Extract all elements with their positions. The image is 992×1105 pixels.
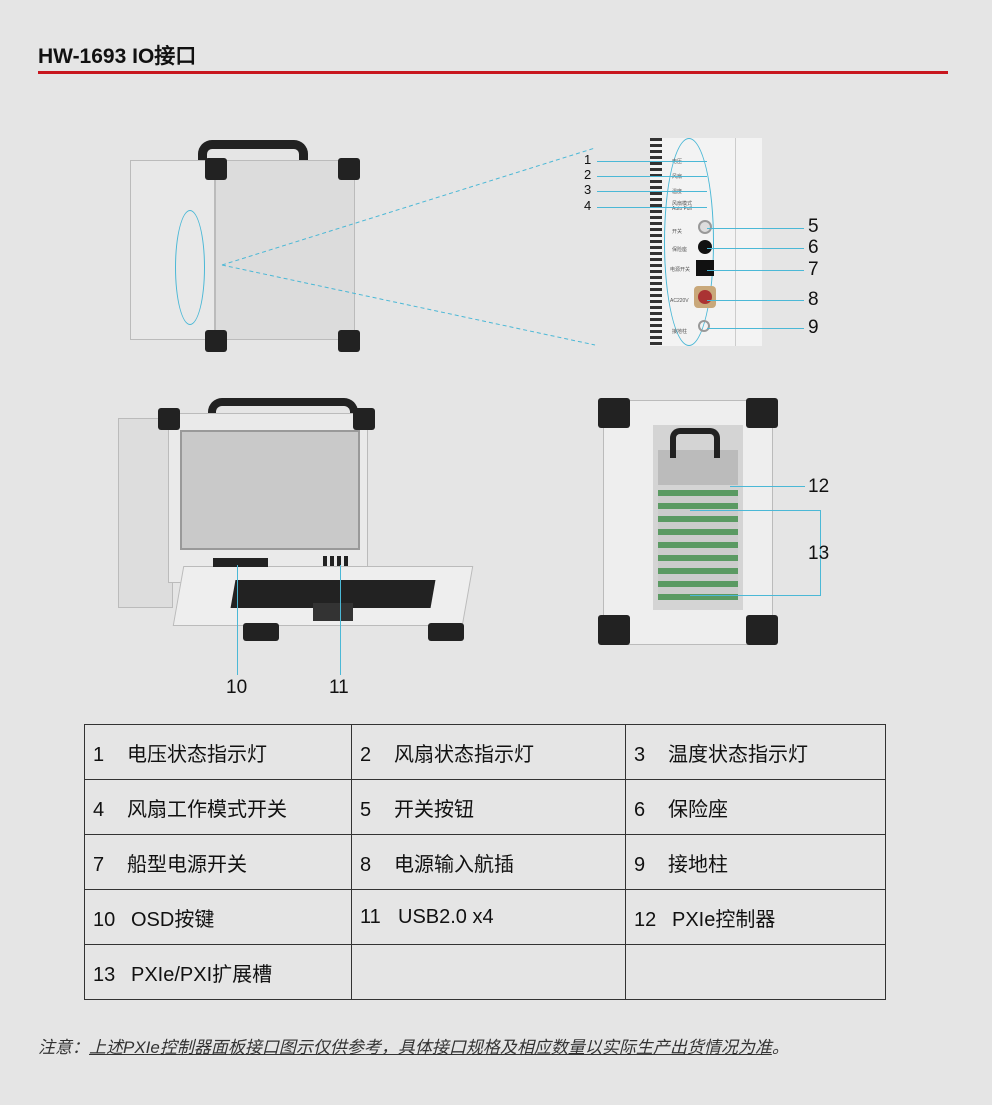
item-description: 开关按钮 — [394, 798, 474, 821]
device-photo-rear — [598, 390, 778, 652]
panel-label: 接地柱 — [672, 329, 688, 335]
item-number: 11 — [360, 905, 381, 928]
callout-8: 8 — [808, 289, 819, 310]
device-photo-closed — [120, 140, 360, 355]
table-cell — [625, 944, 886, 1000]
zoom-guide-lines — [221, 147, 596, 346]
table-cell: 2 风扇状态指示灯 — [351, 724, 626, 780]
panel-label: AC220V — [670, 298, 689, 304]
io-panel-detail: 电压 风扇 温度 风扇模式 Auto Full 开关 保险座 电源开关 AC22… — [650, 138, 762, 346]
table-cell: 4 风扇工作模式开关 — [84, 779, 352, 835]
table-row: 4 风扇工作模式开关 5 开关按钮 6 保险座 — [84, 779, 886, 835]
item-number: 1 — [93, 743, 105, 766]
panel-label: 电压 — [672, 159, 683, 165]
table-cell: 13 PXIe/PXI扩展槽 — [84, 944, 352, 1000]
note: 注意：上述PXIe控制器面板接口图示仅供参考，具体接口规格及相应数量以实际生产出… — [38, 1033, 789, 1058]
item-number: 12 — [634, 908, 657, 931]
panel-label: 开关 — [672, 229, 683, 235]
table-row: 1 电压状态指示灯 2 风扇状态指示灯 3 温度状态指示灯 — [84, 724, 886, 780]
item-description: 接地柱 — [668, 853, 728, 876]
item-description: 保险座 — [668, 798, 728, 821]
table-cell: 8 电源输入航插 — [351, 834, 626, 890]
table-cell: 6 保险座 — [625, 779, 886, 835]
item-description: 风扇状态指示灯 — [394, 743, 534, 766]
panel-label: 风扇模式 — [672, 201, 693, 207]
page-title: HW-1693 IO接口 — [38, 45, 197, 68]
callout-2: 2 — [584, 167, 592, 182]
item-number: 13 — [93, 963, 116, 986]
power-connector-icon — [694, 286, 716, 308]
item-number: 9 — [634, 853, 646, 876]
item-number: 2 — [360, 743, 372, 766]
osd-buttons — [213, 558, 268, 567]
item-description: 温度状态指示灯 — [668, 743, 808, 766]
item-description: USB2.0 x4 — [398, 905, 494, 928]
callout-10: 10 — [226, 677, 248, 698]
pxie-slots — [658, 490, 738, 600]
power-button-icon — [698, 220, 712, 234]
item-description: OSD按键 — [131, 908, 215, 931]
item-description: 电源输入航插 — [394, 853, 514, 876]
item-number: 3 — [634, 743, 646, 766]
note-suffix: 。 — [771, 1038, 789, 1057]
table-row: 10 OSD按键 11 USB2.0 x4 12 PXIe控制器 — [84, 889, 886, 945]
item-number: 10 — [93, 908, 116, 931]
callout-6: 6 — [808, 237, 819, 258]
panel-label: 保险座 — [672, 247, 688, 253]
item-description: 船型电源开关 — [127, 853, 247, 876]
table-cell: 7 船型电源开关 — [84, 834, 352, 890]
note-prefix: 注意： — [38, 1038, 89, 1057]
callout-12: 12 — [808, 476, 830, 497]
item-number: 4 — [93, 798, 105, 821]
device-photo-open — [118, 398, 474, 643]
item-description: 电压状态指示灯 — [127, 743, 267, 766]
item-description: PXIe控制器 — [672, 908, 776, 931]
table-cell: 5 开关按钮 — [351, 779, 626, 835]
table-cell: 9 接地柱 — [625, 834, 886, 890]
callout-11: 11 — [329, 677, 349, 698]
callout-13: 13 — [808, 543, 830, 564]
table-cell: 1 电压状态指示灯 — [84, 724, 352, 780]
item-number: 8 — [360, 853, 372, 876]
callout-3: 3 — [584, 182, 592, 197]
table-cell — [351, 944, 626, 1000]
table-row: 7 船型电源开关 8 电源输入航插 9 接地柱 — [84, 834, 886, 890]
panel-label: 温度 — [672, 189, 683, 195]
table-cell: 10 OSD按键 — [84, 889, 352, 945]
table-cell: 3 温度状态指示灯 — [625, 724, 886, 780]
item-description: PXIe/PXI扩展槽 — [131, 963, 273, 986]
item-number: 6 — [634, 798, 646, 821]
callout-9: 9 — [808, 317, 819, 338]
callout-7: 7 — [808, 259, 819, 280]
fuse-holder-icon — [698, 240, 712, 254]
usb-ports — [323, 556, 351, 566]
table-cell: 11 USB2.0 x4 — [351, 889, 626, 945]
item-number: 5 — [360, 798, 372, 821]
title-divider — [38, 71, 948, 74]
rocker-switch-icon — [696, 260, 714, 276]
ground-post-icon — [698, 320, 710, 332]
table-cell: 12 PXIe控制器 — [625, 889, 886, 945]
panel-label: 电源开关 — [670, 267, 691, 273]
note-body: 上述PXIe控制器面板接口图示仅供参考，具体接口规格及相应数量以实际生产出货情况… — [89, 1038, 772, 1057]
item-number: 7 — [93, 853, 105, 876]
panel-label: 风扇 — [672, 174, 683, 180]
panel-label: Auto Full — [672, 206, 692, 212]
item-description: 风扇工作模式开关 — [127, 798, 287, 821]
callout-1: 1 — [584, 152, 592, 167]
callout-4: 4 — [584, 198, 592, 213]
table-row: 13 PXIe/PXI扩展槽 — [84, 944, 886, 1000]
callout-5: 5 — [808, 216, 819, 237]
